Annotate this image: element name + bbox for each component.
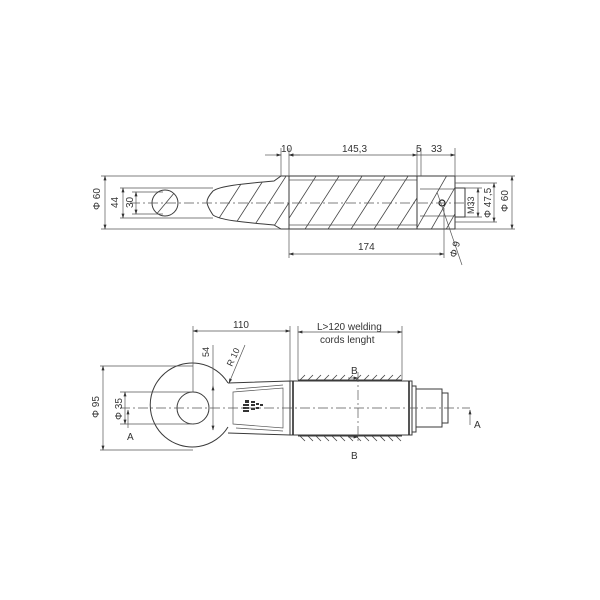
weld-length-label: L>120 welding [317,322,382,333]
engraved-marking [243,400,263,412]
section-b-bottom: B [351,451,358,462]
dim-145-3: 145,3 [342,144,367,155]
dim-44: 44 [110,196,121,208]
bottom-assembly-view: B B Φ 95 Φ 35 A A 110 54 R 10 L>120 weld… [91,320,481,462]
dim-dia-47-5: Φ 47,5 [483,187,494,218]
dim-174: 174 [358,242,375,253]
dim-5: 5 [416,144,422,155]
dim-dia-95: Φ 95 [91,396,102,418]
dim-54: 54 [201,347,211,357]
dim-dia-9: Φ 9 [448,240,463,259]
section-b-top: B [351,366,358,377]
dim-dia-60-right: Φ 60 [500,190,511,212]
dim-r10: R 10 [225,346,242,367]
view-a-left: A [127,432,134,443]
dim-33: 33 [431,144,443,155]
view-a-right: A [474,420,481,431]
dim-30: 30 [125,196,136,208]
dim-10: 10 [281,144,293,155]
weld-length-label-2: cords lenght [320,335,375,346]
dim-m33: M33 [466,196,476,214]
top-section-view: Φ 60 44 30 10 145,3 5 33 174 Φ 9 [92,144,515,266]
dim-dia-35: Φ 35 [114,398,125,420]
dim-110: 110 [233,320,249,331]
weld-hatching [299,374,402,442]
dim-dia-60-left: Φ 60 [92,188,103,210]
